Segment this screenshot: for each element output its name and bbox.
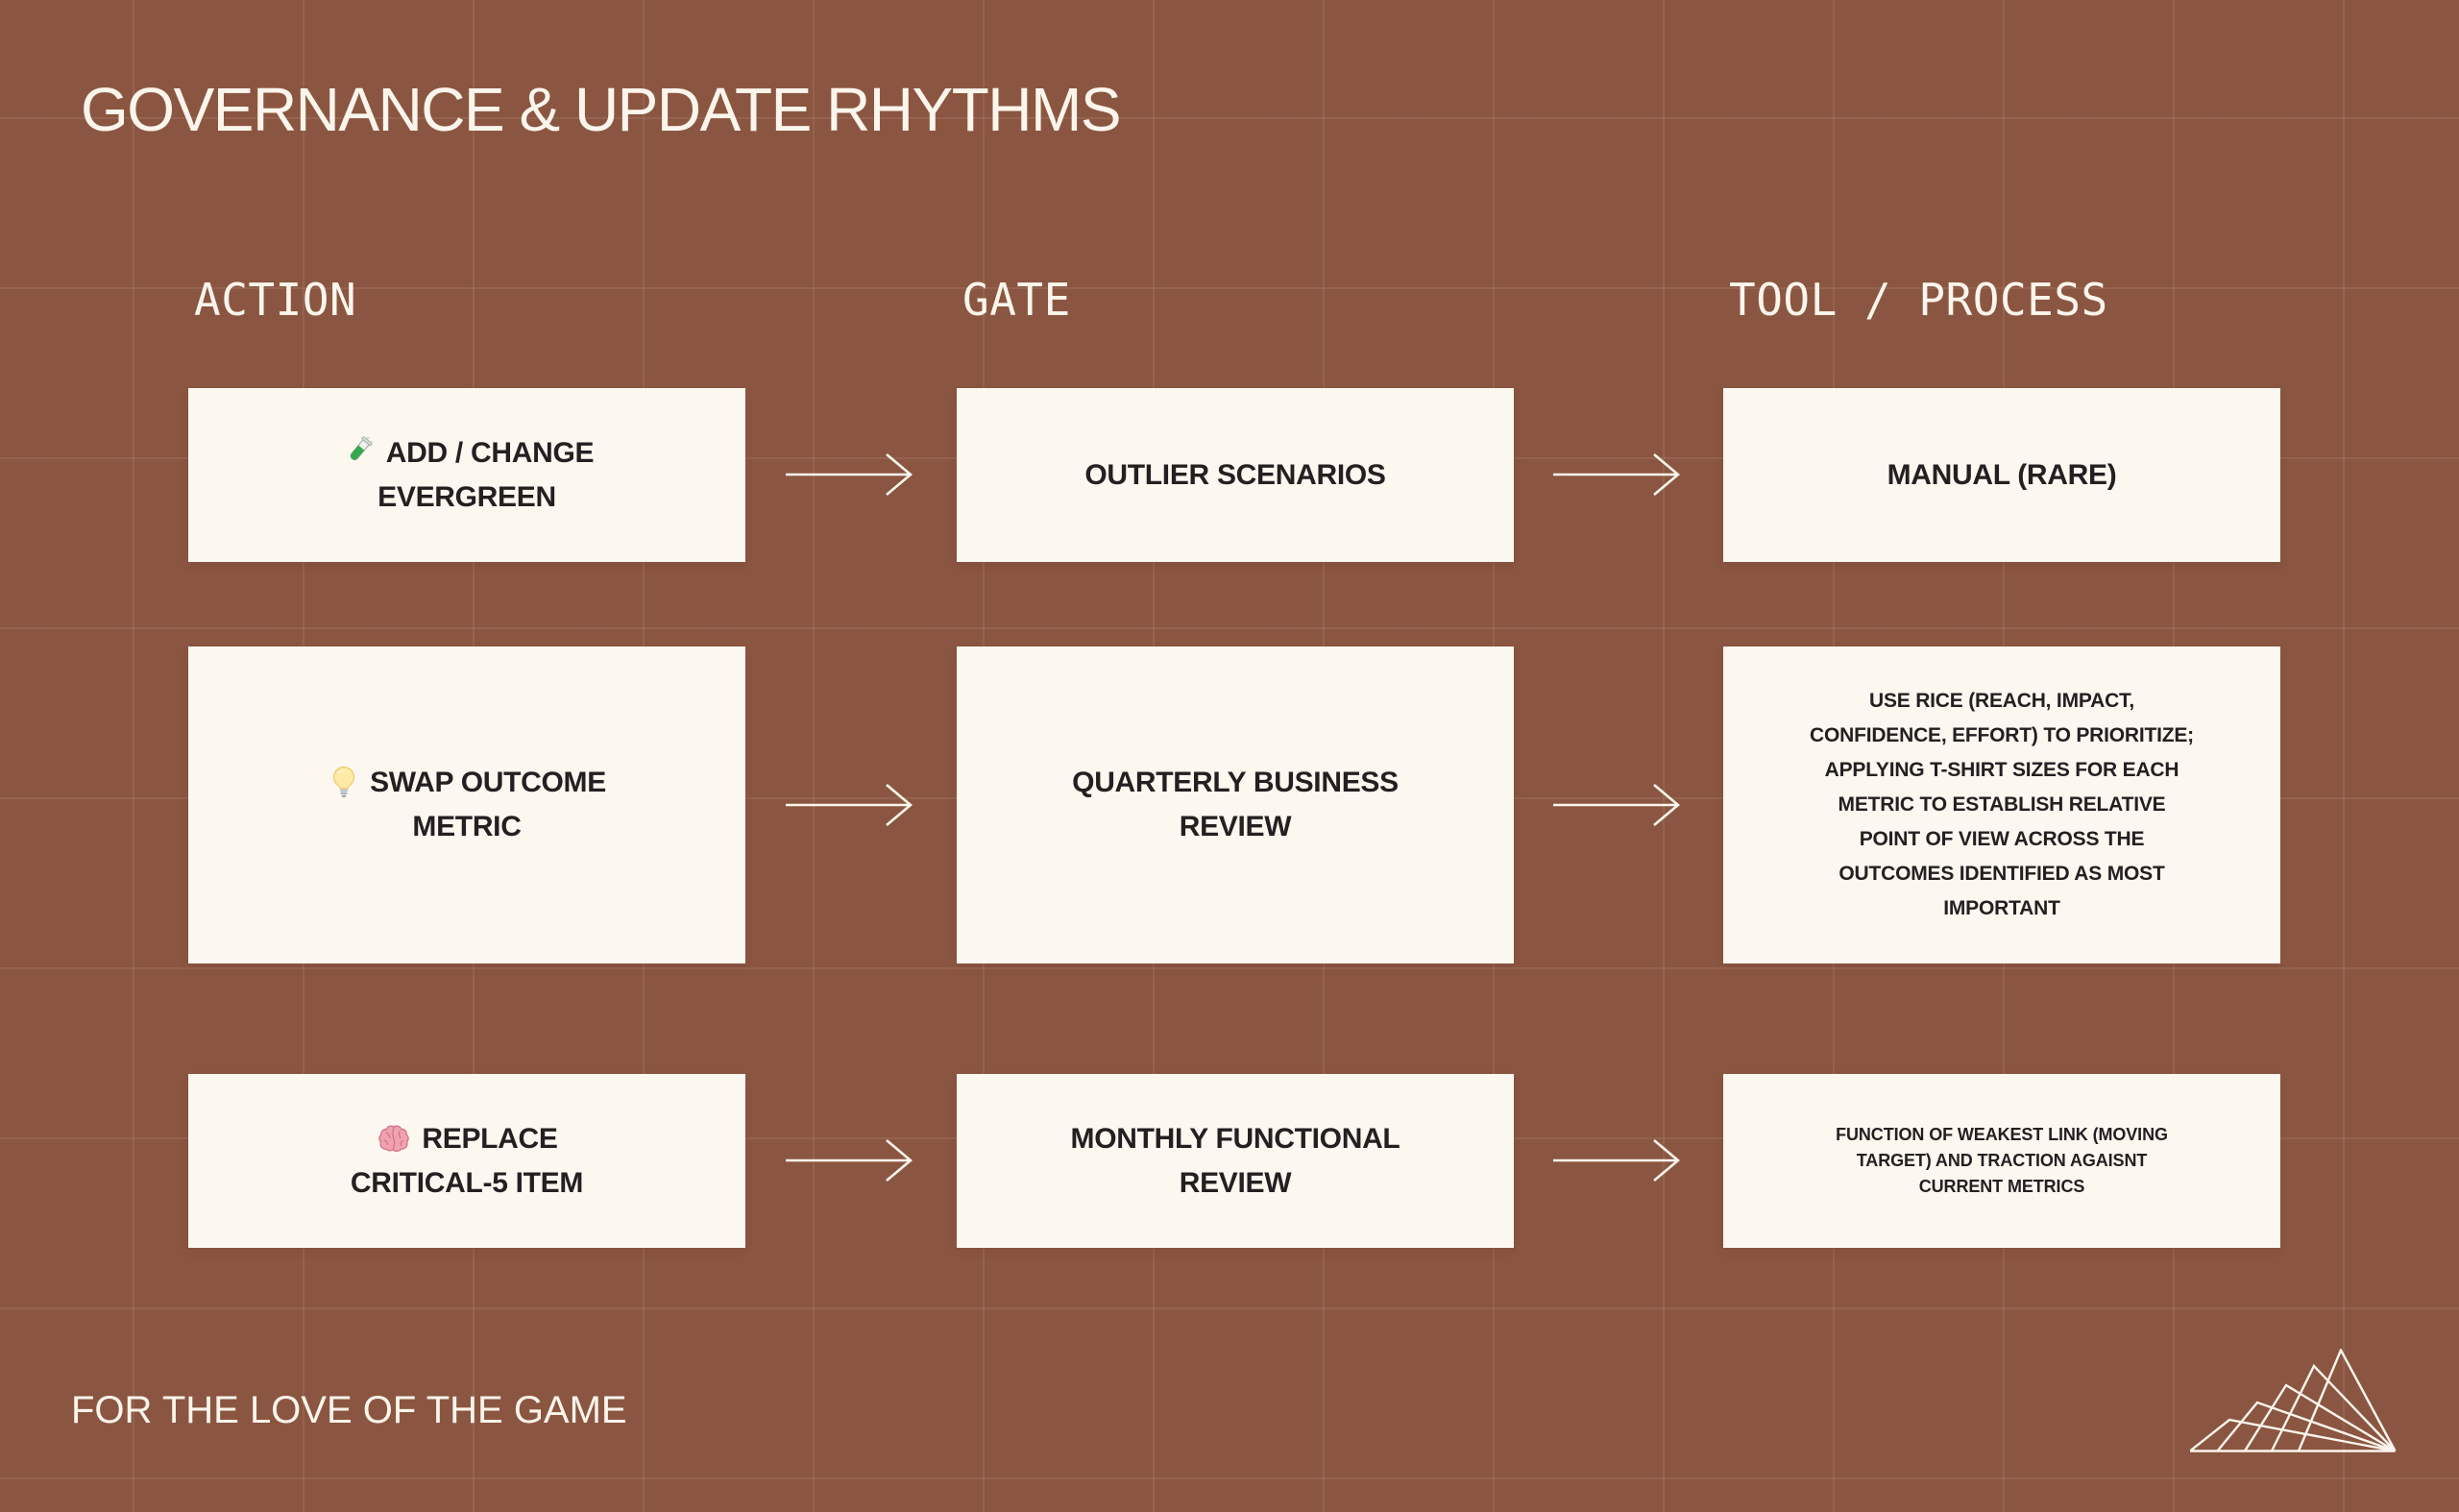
arrow-right-icon: [1551, 451, 1686, 498]
test-tube-icon: [340, 432, 377, 469]
column-header-action: ACTION: [194, 274, 357, 326]
card-label: SWAP OUTCOME METRIC: [370, 767, 606, 842]
gate-card-quarterly-business-review: QUARTERLY BUSINESS REVIEW: [957, 646, 1514, 963]
column-header-tool-process: TOOL / PROCESS: [1729, 274, 2108, 326]
arrow-right-icon: [784, 451, 918, 498]
tool-card-weakest-link-function: FUNCTION OF WEAKEST LINK (MOVING TARGET)…: [1723, 1074, 2280, 1248]
card-label: OUTLIER SCENARIOS: [1084, 458, 1386, 491]
footer-tagline: FOR THE LOVE OF THE GAME: [71, 1389, 627, 1431]
tool-card-manual-rare: MANUAL (RARE): [1723, 388, 2280, 562]
arrow-right-icon: [784, 1137, 918, 1183]
action-card-swap-outcome-metric: SWAP OUTCOME METRIC: [188, 646, 745, 963]
arrow-right-icon: [784, 782, 918, 828]
card-label: MONTHLY FUNCTIONAL REVIEW: [1070, 1122, 1400, 1199]
mountain-fan-logo-icon: [2189, 1347, 2397, 1452]
gate-card-outlier-scenarios: OUTLIER SCENARIOS: [957, 388, 1514, 562]
arrow-right-icon: [1551, 782, 1686, 828]
tool-card-rice-prioritization: USE RICE (REACH, IMPACT, CONFIDENCE, EFF…: [1723, 646, 2280, 963]
card-label: FUNCTION OF WEAKEST LINK (MOVING TARGET)…: [1836, 1125, 2168, 1196]
arrow-right-icon: [1551, 1137, 1686, 1183]
card-label: USE RICE (REACH, IMPACT, CONFIDENCE, EFF…: [1810, 690, 2194, 919]
card-label: REPLACE CRITICAL-5 ITEM: [350, 1122, 584, 1199]
action-card-add-change-evergreen: ADD / CHANGE EVERGREEN: [188, 388, 745, 562]
column-header-gate: GATE: [962, 274, 1071, 326]
light-bulb-icon: [328, 766, 360, 798]
gate-card-monthly-functional-review: MONTHLY FUNCTIONAL REVIEW: [957, 1074, 1514, 1248]
brain-icon: [376, 1122, 412, 1155]
action-card-replace-critical-5-item: REPLACE CRITICAL-5 ITEM: [188, 1074, 745, 1248]
page-title: GOVERNANCE & UPDATE RHYTHMS: [81, 75, 1122, 144]
card-label: QUARTERLY BUSINESS REVIEW: [1072, 767, 1399, 842]
card-label: MANUAL (RARE): [1887, 458, 2117, 491]
card-label: ADD / CHANGE EVERGREEN: [377, 436, 595, 513]
